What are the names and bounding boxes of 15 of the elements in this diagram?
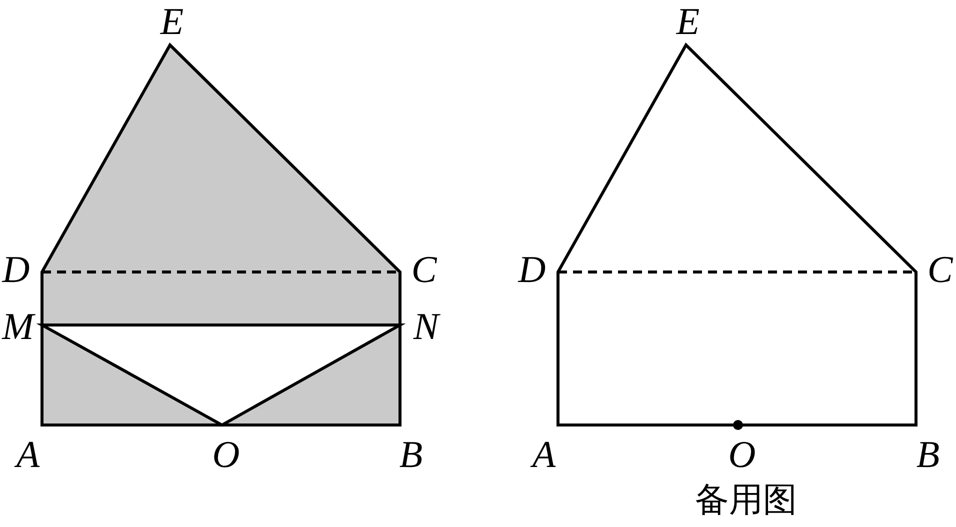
point-label: B (399, 436, 423, 474)
point-label: O (212, 436, 240, 474)
point-label: E (676, 3, 700, 41)
point-label: D (2, 251, 30, 289)
point-label: C (411, 251, 437, 289)
point-label: E (160, 3, 184, 41)
point-label: D (518, 251, 546, 289)
figure-caption: 备用图 (695, 483, 797, 517)
point-label: N (413, 308, 439, 346)
point-label: B (916, 436, 940, 474)
point-label: C (927, 251, 953, 289)
point-label: O (728, 436, 756, 474)
point-label: A (16, 436, 40, 474)
point-label: M (2, 308, 34, 346)
point-label: A (532, 436, 556, 474)
